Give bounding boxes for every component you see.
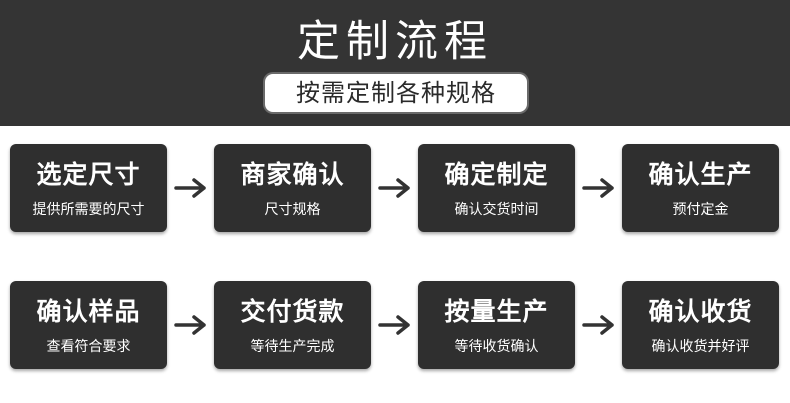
step-title: 确定制定	[444, 160, 549, 189]
step-select-size: 选定尺寸 提供所需要的尺寸	[10, 144, 167, 232]
step-title: 商家确认	[240, 160, 345, 189]
step-title: 确认收货	[648, 297, 753, 326]
step-description: 尺寸规格	[264, 202, 321, 218]
step-title: 按量生产	[444, 297, 549, 326]
header-banner: 定制流程 按需定制各种规格	[0, 0, 790, 126]
arrow-right-icon	[174, 178, 206, 198]
step-confirm-order: 确定制定 确认交货时间	[418, 144, 575, 232]
arrow-right-icon	[378, 178, 410, 198]
step-confirm-production: 确认生产 预付定金	[622, 144, 779, 232]
step-description: 等待收货确认	[454, 339, 539, 355]
step-confirm-sample: 确认样品 查看符合要求	[10, 281, 167, 369]
step-pay: 交付货款 等待生产完成	[214, 281, 371, 369]
step-description: 查看符合要求	[46, 339, 131, 355]
step-merchant-confirm: 商家确认 尺寸规格	[214, 144, 371, 232]
page-subtitle: 按需定制各种规格	[265, 74, 527, 112]
arrow-right-icon	[174, 315, 206, 335]
arrow-right-icon	[582, 178, 614, 198]
step-description: 提供所需要的尺寸	[32, 202, 145, 218]
step-title: 选定尺寸	[36, 160, 141, 189]
step-title: 确认生产	[648, 160, 753, 189]
step-title: 确认样品	[36, 297, 141, 326]
arrow-right-icon	[378, 315, 410, 335]
step-title: 交付货款	[240, 297, 345, 326]
step-mass-production: 按量生产 等待收货确认	[418, 281, 575, 369]
arrow-right-icon	[582, 315, 614, 335]
step-confirm-receipt: 确认收货 确认收货并好评	[622, 281, 779, 369]
step-description: 确认收货并好评	[651, 339, 750, 355]
step-description: 确认交货时间	[454, 202, 539, 218]
page-title: 定制流程	[297, 17, 493, 67]
step-description: 预付定金	[672, 202, 729, 218]
step-description: 等待生产完成	[250, 339, 335, 355]
